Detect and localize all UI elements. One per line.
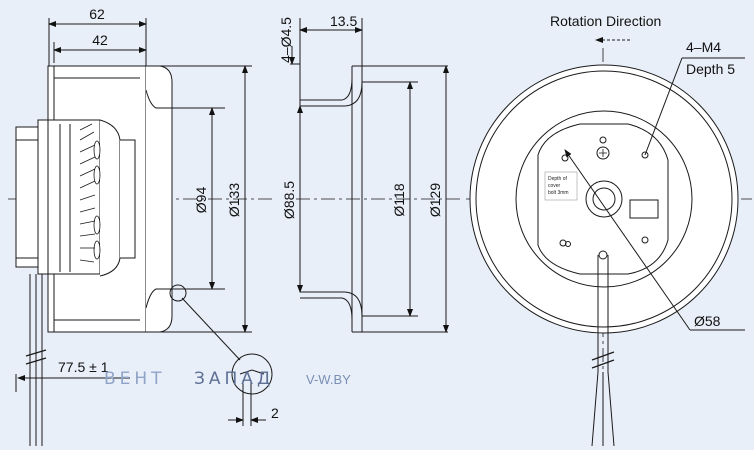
dim-62: 62 — [89, 6, 105, 22]
motor-label-line2: cover — [548, 183, 561, 189]
dim-4-holes: 4–Ø4.5 — [278, 17, 294, 63]
section-view — [289, 18, 460, 333]
watermark-site: V-W.BY — [306, 372, 351, 387]
motor-label-line3: bolt 3mm — [548, 190, 569, 196]
dim-diameter-118: Ø118 — [391, 183, 407, 216]
rotor-fins — [79, 123, 101, 263]
dim-diameter-133: Ø133 — [226, 183, 242, 217]
side-view — [8, 18, 273, 444]
rotation-direction-label: Rotation Direction — [550, 13, 661, 29]
dim-13-5: 13.5 — [330, 13, 357, 29]
dim-diameter-94: Ø94 — [193, 187, 209, 214]
watermark-brand-left: ВЕНТ — [104, 369, 166, 389]
motor-label-line1: Depth of — [548, 176, 568, 182]
dim-diameter-129: Ø129 — [427, 183, 443, 217]
front-view — [466, 37, 752, 448]
dim-42: 42 — [92, 32, 108, 48]
dim-diameter-88-5: Ø88.5 — [281, 181, 297, 219]
depth-label: Depth 5 — [686, 61, 735, 77]
thread-label: 4–M4 — [686, 39, 721, 55]
watermark-brand-right: ЗАПАД — [194, 369, 274, 389]
cable-ends — [29, 392, 43, 446]
dim-diameter-58: Ø58 — [694, 313, 721, 329]
dim-77-5: 77.5 ± 1 — [58, 359, 109, 375]
dim-2: 2 — [271, 405, 279, 421]
